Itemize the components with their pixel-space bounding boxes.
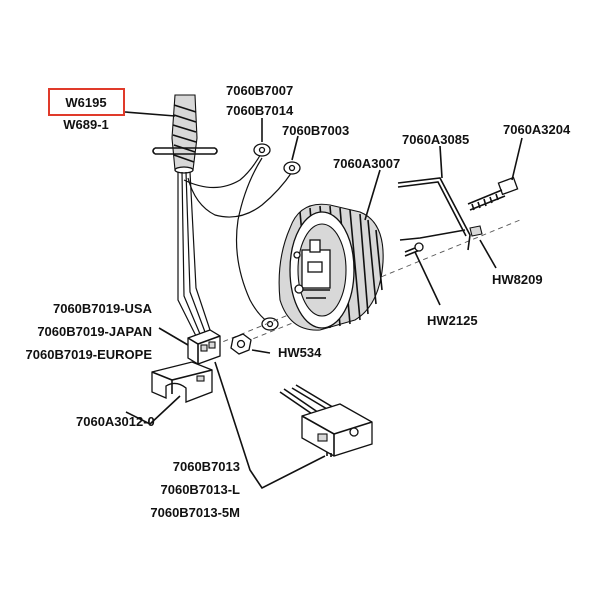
clip-spring-7060a3085	[397, 177, 471, 251]
bolt-7060a3204	[467, 176, 519, 211]
label-7060b7013: 7060B7013	[173, 459, 240, 474]
label-7060b7014: 7060B7014	[226, 103, 294, 118]
label-7060b7003: 7060B7003	[282, 123, 349, 138]
label-7060b7019-europe: 7060B7019-EUROPE	[26, 347, 153, 362]
leader-lines	[124, 111, 523, 490]
label-7060b7019-japan: 7060B7019-JAPAN	[37, 324, 152, 339]
highlight-box-w6195	[48, 88, 125, 116]
label-7060b7007: 7060B7007	[226, 83, 293, 98]
cable-sleeve-w6195	[171, 94, 198, 174]
label-w689-1: W689-1	[63, 117, 109, 132]
washer-hw8209	[469, 225, 483, 237]
label-7060b7013-5m: 7060B7013-5M	[150, 505, 240, 520]
label-7060a3085: 7060A3085	[402, 132, 469, 147]
wire-bundle	[177, 151, 293, 337]
label-hw8209: HW8209	[492, 272, 543, 287]
clip-w689-1	[152, 147, 218, 155]
switch-7060b7019	[187, 329, 221, 365]
ring-terminal-7060b7003	[283, 161, 301, 175]
label-hw534: HW534	[278, 345, 322, 360]
ring-terminal-7060b7007	[253, 143, 271, 157]
label-7060b7013-l: 7060B7013-L	[161, 482, 241, 497]
label-hw2125: HW2125	[427, 313, 478, 328]
screw-hw2125	[404, 242, 424, 257]
label-w6195: W6195	[65, 95, 106, 110]
heater-body-7060a3007	[278, 203, 384, 331]
switch-mount-7060a3012-0	[151, 361, 213, 403]
label-7060a3007: 7060A3007	[333, 156, 400, 171]
label-7060b7019-usa: 7060B7019-USA	[53, 301, 153, 316]
label-7060a3012-0: 7060A3012-0	[76, 414, 155, 429]
label-7060a3204: 7060A3204	[503, 122, 571, 137]
nut-hw534	[230, 333, 252, 355]
power-cord-7060b7013	[279, 384, 373, 457]
